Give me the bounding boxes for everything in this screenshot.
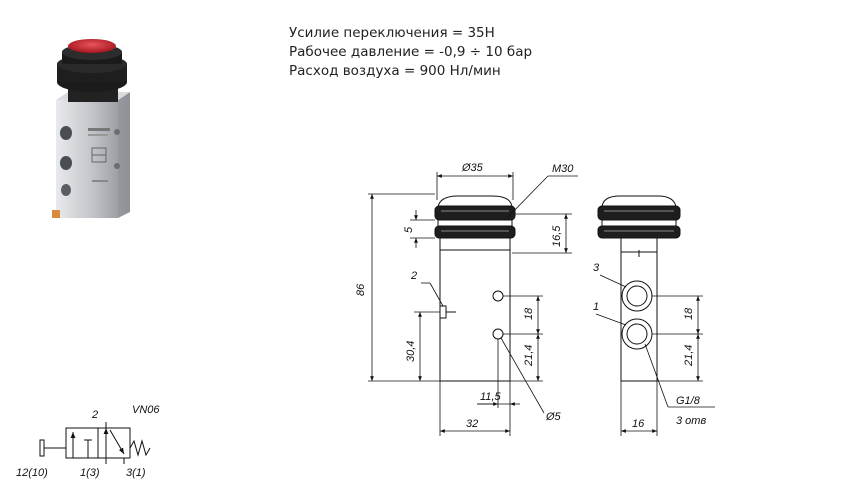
- dim-5: 5: [403, 226, 415, 233]
- dim-d35: Ø35: [461, 162, 484, 174]
- dim-d5: Ø5: [545, 411, 562, 423]
- dim-86: 86: [355, 283, 367, 296]
- callout-1: 1: [593, 301, 599, 313]
- dim-11-5: 11,5: [480, 391, 501, 403]
- dim-21-4-front: 21,4: [523, 345, 535, 367]
- pneumatic-symbol: [39, 422, 151, 464]
- port-12-10-label: 12(10): [16, 467, 48, 479]
- dim-m30: M30: [552, 163, 574, 175]
- dim-32: 32: [466, 418, 478, 430]
- front-dimensions: [368, 172, 578, 436]
- port-2-label: 2: [91, 409, 98, 421]
- thread-g18: G1/8: [676, 395, 701, 407]
- port-3-1-label: 3(1): [126, 467, 146, 479]
- side-view: [597, 195, 681, 382]
- callout-3: 3: [593, 262, 600, 274]
- spec-list: Усилие переключения = 35Н Рабочее давлен…: [289, 24, 532, 81]
- valve-model-label: VN06: [132, 404, 160, 416]
- thread-holes: 3 отв: [676, 415, 706, 427]
- dim-18-front: 18: [523, 307, 535, 320]
- spec-air-flow: Расход воздуха = 900 Нл/мин: [289, 63, 501, 79]
- dim-21-4-side: 21,4: [683, 345, 695, 367]
- port-1-3-label: 1(3): [80, 467, 100, 479]
- dim-30-4: 30,4: [405, 341, 417, 362]
- side-dimensions: [595, 274, 715, 436]
- callout-2: 2: [410, 270, 417, 282]
- dim-16-5: 16,5: [551, 225, 563, 247]
- front-view: [434, 195, 516, 382]
- dim-18-side: 18: [683, 307, 695, 320]
- spec-switching-force: Усилие переключения = 35Н: [289, 25, 495, 41]
- valve-product-photo: [52, 39, 130, 218]
- dim-16: 16: [632, 418, 645, 430]
- spec-working-pressure: Рабочее давление = -0,9 ÷ 10 бар: [289, 44, 533, 60]
